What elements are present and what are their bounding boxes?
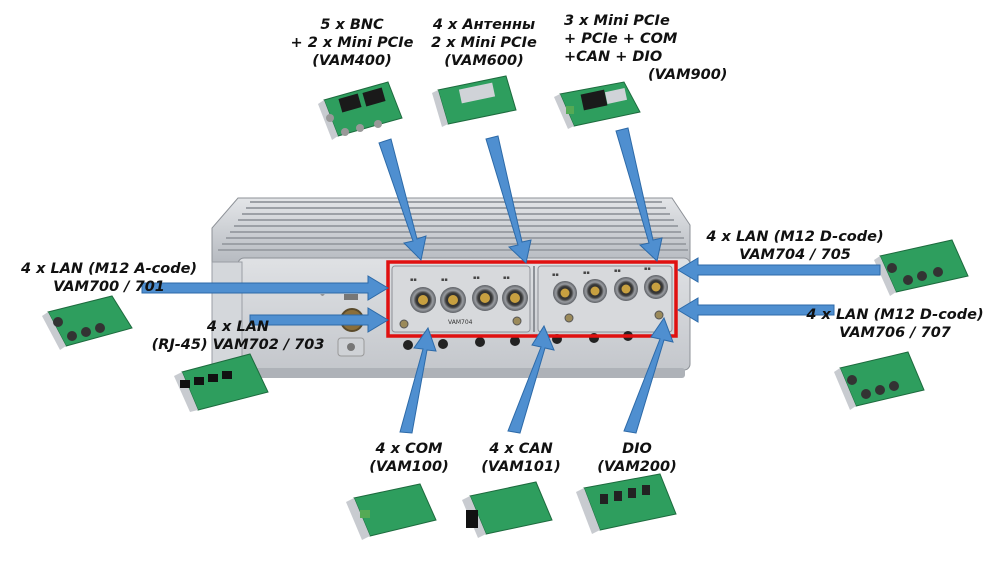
label-vam400: 5 x BNC + 2 x Mini PCIe (VAM400) (290, 17, 414, 69)
module-board-vam702 (174, 353, 269, 412)
module-slot-highlight (386, 260, 678, 338)
module-board-vam100 (346, 483, 437, 540)
arrow-vam706 (677, 297, 835, 323)
svg-text:▪▪: ▪▪ (614, 268, 621, 274)
arrow-vam900 (615, 127, 663, 262)
m12-port (614, 277, 638, 301)
svg-text:▪▪: ▪▪ (583, 270, 590, 276)
module-board-vam200 (576, 473, 677, 534)
arrow-vam700 (141, 275, 389, 301)
svg-text:▪▪: ▪▪ (503, 275, 510, 281)
svg-text:▪▪: ▪▪ (441, 277, 448, 283)
label-vam900: 3 x Mini PCIe + PCIe + COM +CAN + DIO (V… (564, 13, 728, 83)
svg-text:▪▪: ▪▪ (552, 272, 559, 278)
arrow-vam704 (677, 257, 881, 283)
m12-port (410, 287, 436, 313)
svg-text:▪▪: ▪▪ (473, 275, 480, 281)
m12-port (644, 275, 668, 299)
module-marking: VAM704 (448, 319, 473, 326)
label-vam704: 4 x LAN (M12 D-code) VAM704 / 705 (706, 229, 884, 263)
m12-port (502, 285, 528, 311)
label-vam200: DIO (VAM200) (597, 441, 677, 475)
arrow-vam101 (507, 324, 555, 434)
module-board-vam700 (42, 295, 133, 350)
m12-port (583, 279, 607, 303)
module-board-vam900 (554, 81, 641, 129)
label-vam101: 4 x CAN (VAM101) (481, 441, 561, 475)
m12-port (440, 287, 466, 313)
m12-port (472, 285, 498, 311)
embedded-computer: ⏚ ▪▪▪▪ ▪▪▪▪ ▪▪▪▪ ▪▪▪▪ (211, 197, 691, 378)
arrow-vam100 (399, 326, 437, 434)
svg-text:▪▪: ▪▪ (410, 277, 417, 283)
label-vam702: 4 x LAN (RJ-45) VAM702 / 703 (151, 319, 325, 353)
m12-port (553, 281, 577, 305)
arrow-vam200 (623, 316, 674, 434)
module-board-vam706 (834, 351, 925, 410)
svg-text:▪▪: ▪▪ (644, 266, 651, 272)
label-vam600: 4 x Антенны 2 x Mini PCIe (VAM600) (431, 17, 537, 69)
module-board-vam101 (462, 481, 553, 538)
arrow-vam702 (249, 307, 389, 333)
arrow-vam600 (485, 135, 532, 264)
label-vam100: 4 x COM (VAM100) (369, 441, 449, 475)
label-vam700: 4 x LAN (M12 A-code) VAM700 / 701 (20, 261, 198, 295)
module-board-vam400 (318, 81, 403, 140)
arrow-vam400 (378, 138, 427, 262)
module-board-vam600 (432, 75, 517, 127)
label-vam706: 4 x LAN (M12 D-code) VAM706 / 707 (806, 307, 984, 341)
heatsink-fins (218, 201, 688, 251)
